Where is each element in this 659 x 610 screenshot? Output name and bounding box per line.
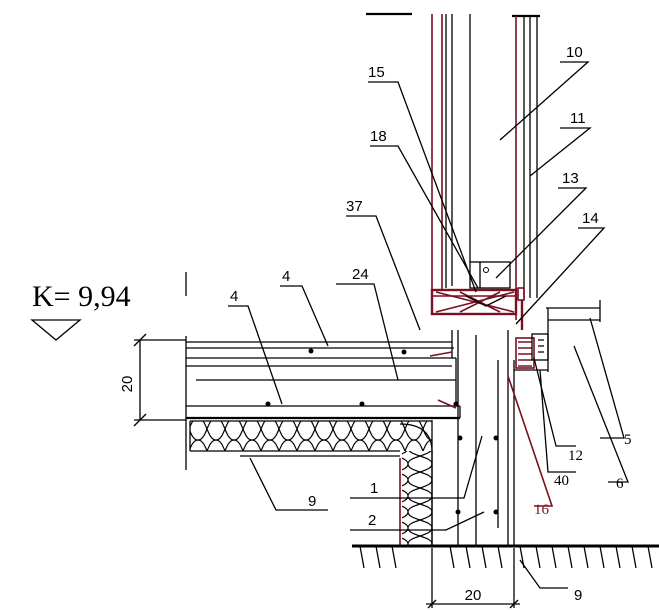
wall-reinforcement (455, 435, 499, 515)
label-5: 5 (624, 432, 632, 448)
leader-lines (228, 61, 629, 589)
label-9-left: 9 (308, 493, 316, 510)
label-16: 16 (534, 502, 550, 518)
callout-labels: 15 18 37 24 4 4 10 11 13 14 5 12 40 6 16… (230, 44, 632, 604)
insulation-horizontal (189, 420, 432, 457)
label-10: 10 (566, 44, 583, 61)
label-9-bottom: 9 (574, 587, 582, 604)
wall-structure (431, 330, 515, 545)
dimension-slab: 20 (119, 333, 186, 427)
ground-line (352, 544, 659, 569)
dimension-wall: 20 (426, 548, 520, 609)
label-13: 13 (562, 170, 579, 187)
label-1: 1 (370, 480, 378, 497)
label-4-top: 4 (282, 268, 290, 285)
dim-slab-20: 20 (119, 376, 136, 393)
label-18: 18 (370, 128, 387, 145)
label-11: 11 (570, 110, 586, 127)
label-14: 14 (582, 210, 599, 227)
label-40: 40 (554, 473, 569, 489)
exterior-fixture (514, 300, 601, 372)
label-15: 15 (368, 64, 385, 81)
label-12: 12 (568, 448, 583, 464)
window-frame (366, 12, 540, 330)
label-2: 2 (368, 512, 376, 529)
elevation-label: K= 9,94 (32, 280, 131, 313)
label-4-bottom: 4 (230, 288, 238, 305)
label-24: 24 (352, 266, 369, 283)
label-37: 37 (346, 198, 363, 215)
floor-slab (185, 272, 461, 470)
label-6: 6 (616, 476, 624, 492)
dim-wall-20: 20 (465, 587, 482, 604)
elevation-marker: K= 9,94 (30, 280, 131, 341)
